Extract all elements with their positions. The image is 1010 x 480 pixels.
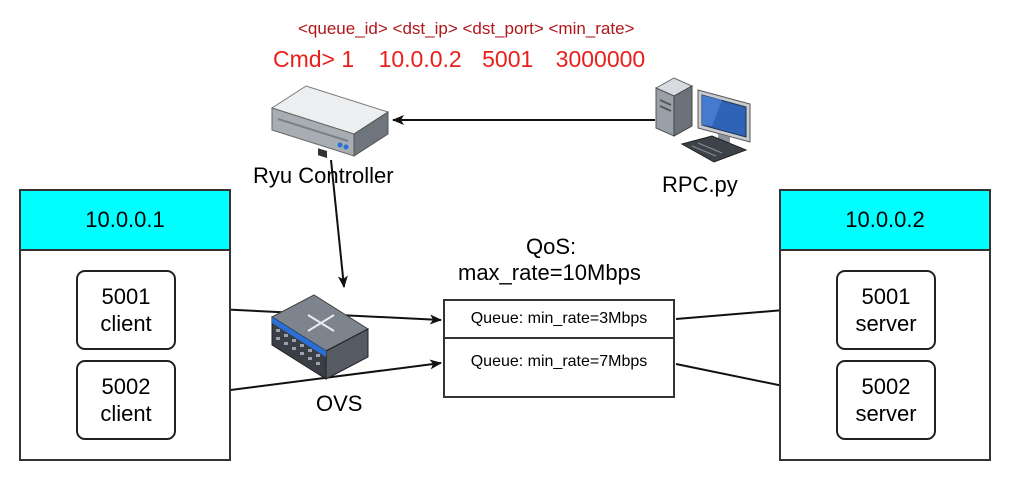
- command-args-header: <queue_id> <dst_ip> <dst_port> <min_rate…: [298, 19, 635, 38]
- server-5002-port: 5002: [861, 374, 911, 399]
- server-5002-box: 5002 server: [836, 360, 936, 440]
- command-line: Cmd> 1 10.0.0.2 5001 3000000: [273, 46, 645, 73]
- host-left-ip: 10.0.0.1: [21, 191, 229, 251]
- queue-1: Queue: min_rate=3Mbps: [443, 301, 675, 339]
- queue-table: [443, 299, 675, 398]
- switch-icon: [270, 294, 370, 380]
- client-5001-box: 5001 client: [76, 270, 176, 350]
- client-5002-port: 5002: [101, 374, 151, 399]
- command-queue-id: 1: [341, 46, 355, 72]
- command-min-rate: 3000000: [555, 46, 646, 72]
- client-5001-role: client: [100, 311, 152, 336]
- qos-title: QoS:: [526, 234, 577, 259]
- queue-2: Queue: min_rate=7Mbps: [470, 353, 648, 370]
- host-right-ip: 10.0.0.2: [781, 191, 989, 251]
- server-5002-role: server: [855, 401, 917, 426]
- command-dst-ip: 10.0.0.2: [378, 46, 462, 72]
- client-5002-box: 5002 client: [76, 360, 176, 440]
- server-5001-role: server: [855, 311, 917, 336]
- server-5001-box: 5001 server: [836, 270, 936, 350]
- client-5001-port: 5001: [101, 284, 151, 309]
- qos-max-rate: max_rate=10Mbps: [458, 260, 641, 285]
- switch-label: OVS: [316, 391, 363, 416]
- host-left: 10.0.0.1 5001 client 5002 client: [19, 189, 231, 461]
- controller-label: Ryu Controller: [253, 163, 394, 188]
- client-5002-role: client: [100, 401, 152, 426]
- workstation-computer-icon: [654, 77, 751, 163]
- server-5001-port: 5001: [861, 284, 911, 309]
- host-right: 10.0.0.2 5001 server 5002 server: [779, 189, 991, 461]
- rpc-label: RPC.py: [662, 172, 738, 197]
- server-rack-icon: [270, 85, 390, 159]
- command-prompt: Cmd>: [273, 46, 335, 72]
- command-dst-port: 5001: [482, 46, 534, 72]
